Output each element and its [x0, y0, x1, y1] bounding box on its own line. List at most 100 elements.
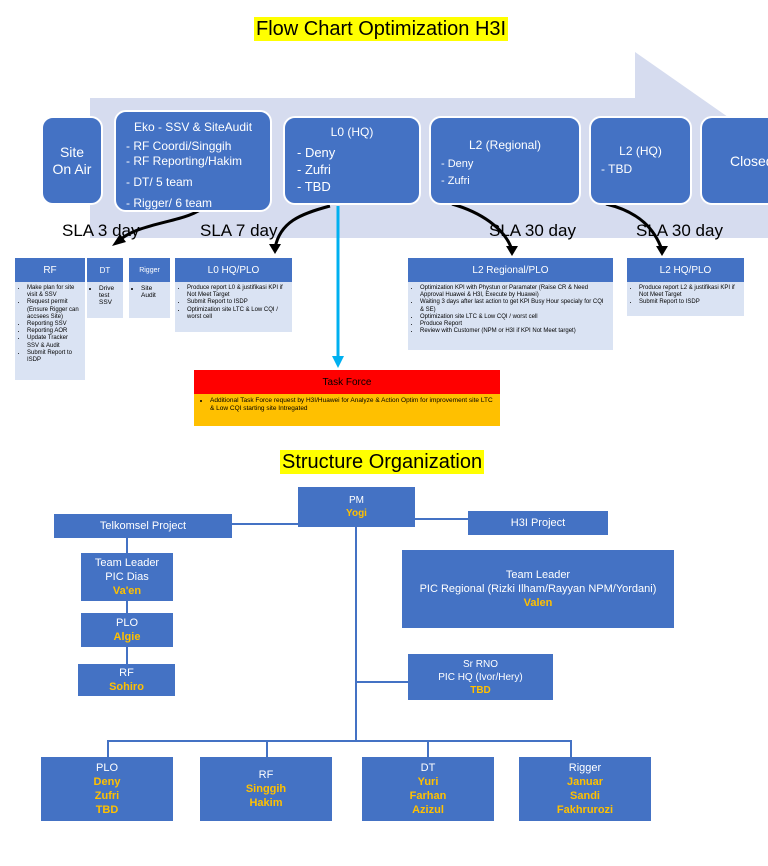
l2-regional-plo-item: Optimization site LTC & Low CQI / worst … — [420, 314, 609, 321]
org-pm-role: PM — [349, 495, 364, 506]
stage-l2-regional-item: - Deny — [441, 158, 474, 170]
rf-detail-item: Request permit (Ensure Rigger can accsee… — [27, 299, 81, 321]
sla-label: SLA 30 day — [636, 221, 723, 240]
stage-eko-list: - RF Coordi/Singgih - RF Reporting/Hakim… — [126, 139, 260, 211]
l2-regional-plo-item: Produce Report — [420, 321, 609, 328]
org-sr-rno: Sr RNO PIC HQ (Ivor/Hery) TBD — [408, 654, 553, 700]
stage-eko-item: - DT/ 5 team — [126, 175, 193, 189]
taskforce-arrow — [332, 206, 344, 368]
org-telkomsel-project: Telkomsel Project — [54, 514, 232, 538]
rf-detail-item: Make plan for site visit & SSV — [27, 285, 81, 299]
l2-regional-plo-header: L2 Regional/PLO — [408, 258, 613, 282]
sla-label: SLA 3 day — [62, 221, 140, 240]
sla-label: SLA 7 day — [200, 221, 278, 240]
org-name: Farhan — [409, 790, 447, 802]
stage-eko-item: - Rigger/ 6 team — [126, 196, 213, 210]
org-line-tsel-chain — [126, 538, 128, 665]
stage-site-on-air-label: Site On Air — [52, 143, 92, 177]
stage-l2-hq-title: L2 (HQ) — [619, 144, 662, 158]
org-role: PLO — [95, 762, 118, 774]
l2-regional-plo-item: Review with Customer (NPM or H3I if KPI … — [420, 328, 609, 335]
stage-l0-item: - TBD — [297, 179, 331, 194]
l2-hq-plo-body: Produce report L2 & justifikasi KPI if N… — [627, 282, 744, 316]
rf-detail-item: Update Tracker SSV & Audit — [27, 335, 81, 349]
org-name: TBD — [470, 684, 491, 696]
org-role: Rigger — [568, 762, 602, 774]
org-role: PLO — [115, 617, 138, 629]
l2-hq-plo-item: Submit Report to ISDP — [639, 299, 740, 306]
task-force-item: Additional Task Force request by H3I/Hua… — [210, 397, 494, 413]
l2-regional-plo-item: Optimization KPI with Phystun or Paramat… — [420, 285, 609, 299]
stage-closed-label: Closed — [730, 152, 768, 169]
stage-l0-item: - Deny — [297, 145, 336, 160]
stage-l2-hq: L2 (HQ) - TBD — [589, 116, 692, 205]
org-role: Team Leader — [94, 557, 160, 569]
l0-plo-body: Produce report L0 & justifikasi KPI if N… — [175, 282, 292, 332]
org-sub: PIC Regional (Rizki Ilham/Rayyan NPM/Yor… — [419, 583, 657, 595]
org-sub: PIC HQ (Ivor/Hery) — [438, 671, 523, 683]
org-name: Deny — [93, 776, 121, 788]
l0-plo-item: Submit Report to ISDP — [187, 299, 288, 306]
dt-detail-header: DT — [87, 258, 123, 282]
stage-l2-regional-list: - Deny - Zufri — [441, 156, 569, 190]
org-dt: DT Yuri Farhan Azizul — [362, 757, 494, 821]
rigger-detail-item: Site Audit — [141, 285, 166, 299]
structure-title: Structure Organization — [280, 450, 485, 474]
org-role: DT — [420, 762, 436, 774]
org-name: Fakhrurozi — [556, 804, 614, 816]
stage-site-on-air: Site On Air — [41, 116, 103, 205]
org-rf: RF Singgih Hakim — [200, 757, 332, 821]
org-sub: PIC Dias — [105, 571, 149, 583]
flow-title: Flow Chart Optimization H3I — [254, 17, 509, 41]
task-force-header: Task Force — [194, 370, 500, 394]
rf-detail-body: Make plan for site visit & SSV Request p… — [15, 282, 85, 380]
stage-l0: L0 (HQ) - Deny - Zufri - TBD — [283, 116, 421, 205]
org-role: Team Leader — [505, 569, 571, 581]
org-pm: PM Yogi — [298, 487, 415, 527]
connector-l2reg-plo — [451, 202, 514, 251]
org-name: Valen — [523, 597, 553, 609]
org-rigger: Rigger Januar Sandi Fakhrurozi — [519, 757, 651, 821]
rf-detail-header: RF — [15, 258, 85, 282]
org-name: Sandi — [570, 790, 600, 802]
stage-closed: Closed — [700, 116, 768, 205]
org-line-bottom — [107, 740, 572, 742]
org-plo-tsel: PLO Algie — [81, 613, 173, 647]
rigger-detail-body: Site Audit — [129, 282, 170, 318]
org-line-rigger — [570, 740, 572, 758]
task-force-body: Additional Task Force request by H3I/Hua… — [194, 394, 500, 426]
l2-regional-plo-item: Waiting 3 days after last action to get … — [420, 299, 609, 313]
dt-detail-item: Drive test SSV — [99, 285, 119, 307]
org-line-rf — [266, 740, 268, 758]
org-name: Va'en — [112, 585, 142, 597]
stage-l2-hq-list: - TBD — [601, 162, 680, 177]
stage-eko-item: - RF Reporting/Hakim — [126, 154, 243, 168]
org-team-leader-tsel: Team Leader PIC Dias Va'en — [81, 553, 173, 601]
org-name: Sohiro — [109, 681, 144, 693]
org-plo: PLO Deny Zufri TBD — [41, 757, 173, 821]
rigger-detail-header: Rigger — [129, 258, 170, 282]
org-line-telkomsel — [193, 523, 298, 525]
org-line-h3i — [415, 518, 468, 520]
org-line-dt — [427, 740, 429, 758]
org-name: Algie — [113, 631, 141, 643]
org-line-srrno — [357, 681, 408, 683]
org-h3i-project: H3I Project — [468, 511, 608, 535]
l2-regional-plo-body: Optimization KPI with Phystun or Paramat… — [408, 282, 613, 350]
l0-plo-header: L0 HQ/PLO — [175, 258, 292, 282]
org-pm-name: Yogi — [346, 508, 367, 519]
connector-l2hq-plo — [605, 202, 664, 251]
stage-eko-title: Eko - SSV & SiteAudit — [133, 120, 253, 134]
l0-plo-item: Optimization site LTC & Low CQI / worst … — [187, 307, 288, 321]
org-name: Hakim — [249, 797, 283, 809]
org-name: Yuri — [417, 776, 439, 788]
org-role: RF — [119, 667, 134, 679]
l2-hq-plo-header: L2 HQ/PLO — [627, 258, 744, 282]
stage-l0-item: - Zufri — [297, 162, 331, 177]
stage-eko: Eko - SSV & SiteAudit - RF Coordi/Singgi… — [114, 110, 272, 212]
l2-hq-plo-item: Produce report L2 & justifikasi KPI if N… — [639, 285, 740, 299]
stage-l0-list: - Deny - Zufri - TBD — [297, 144, 407, 195]
stage-eko-item: - RF Coordi/Singgih — [126, 139, 232, 153]
stage-l2-hq-item: - TBD — [601, 162, 633, 176]
org-line-plo — [107, 740, 109, 758]
